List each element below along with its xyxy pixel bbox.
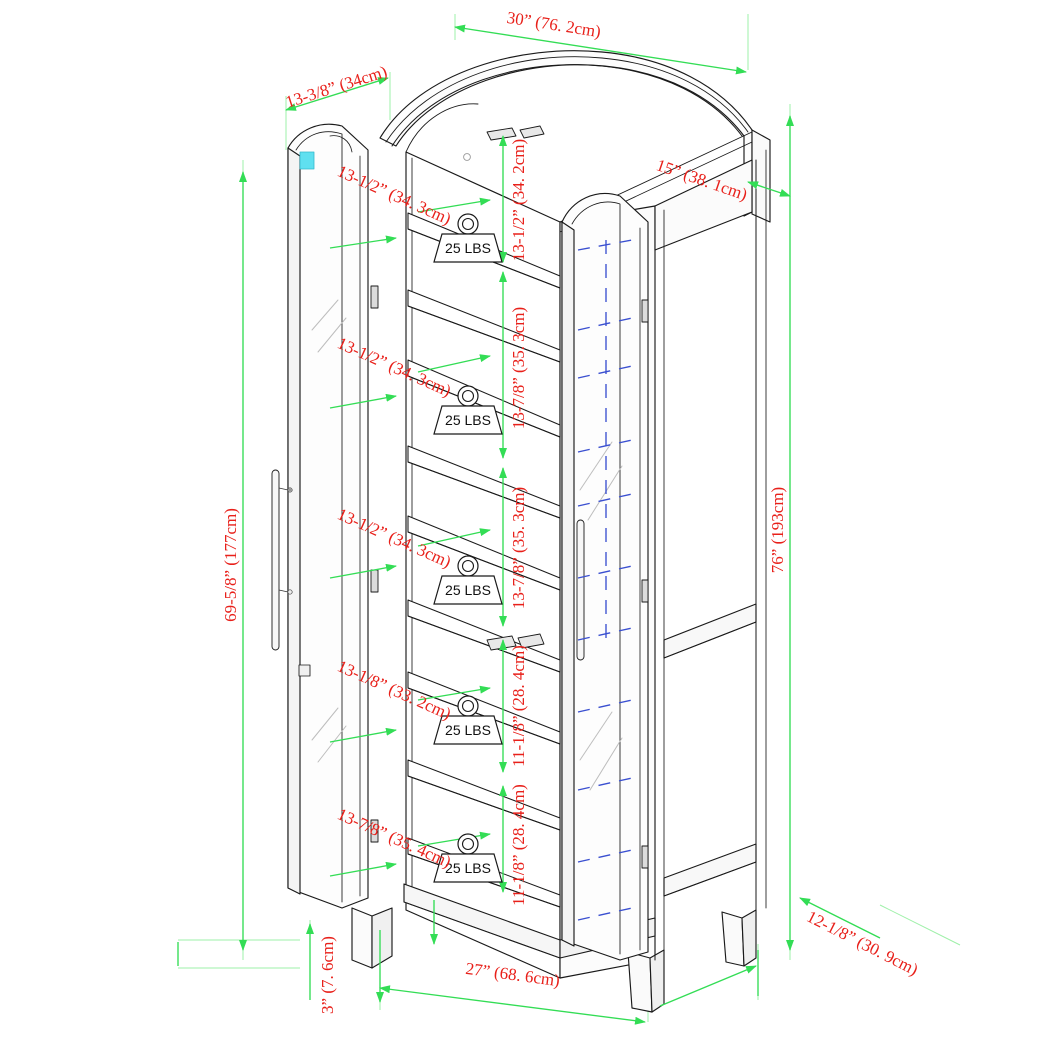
lock-plate xyxy=(298,664,311,677)
dim-overall-width-top: 30” (76. 2cm) xyxy=(506,8,603,41)
dim-depth-top-left: 13-3/8” (34cm) xyxy=(283,62,389,112)
dim-leg-height: 3” (7. 6cm) xyxy=(318,936,337,1014)
shelf-height-labels: 13-1/2” (34. 2cm) 13-7/8” (35. 3cm) 13-7… xyxy=(509,139,528,906)
magnet-catches xyxy=(486,125,545,651)
dim-base-depth-right: 12-1/8” (30. 9cm) xyxy=(804,907,922,979)
left-door-handle[interactable] xyxy=(271,469,293,651)
dim-shelf-height-4: 11-1/8” (28. 4cm) xyxy=(509,645,528,767)
dim-shelf-height-3: 13-7/8” (35. 3cm) xyxy=(509,487,528,609)
right-door-handle[interactable] xyxy=(576,519,585,661)
dimension-lines xyxy=(177,24,881,1025)
dim-door-height-left: 69-5/8” (177cm) xyxy=(221,508,240,622)
top-fastener xyxy=(463,153,471,161)
cabinet-body xyxy=(271,50,771,1013)
weight-label: 25 LBS xyxy=(445,240,491,256)
weight-label: 25 LBS xyxy=(445,582,491,598)
highlight-marker xyxy=(299,151,315,170)
dim-shelf-height-5: 11-1/8” (28. 4cm) xyxy=(509,784,528,906)
weight-label: 25 LBS xyxy=(445,412,491,428)
glass-reflection-right xyxy=(579,441,623,791)
right-door xyxy=(561,192,649,961)
left-door xyxy=(287,123,369,909)
weight-label: 25 LBS xyxy=(445,722,491,738)
weight-label: 25 LBS xyxy=(445,860,491,876)
hidden-shelf-lines xyxy=(577,239,633,921)
dim-shelf-height-1: 13-1/2” (34. 2cm) xyxy=(509,139,528,261)
shelf-weight-icons: 25 LBS 25 LBS 25 LBS 25 LBS 25 LBS xyxy=(433,213,503,883)
dim-overall-height-right: 76” (193cm) xyxy=(768,487,787,573)
dim-shelf-height-2: 13-7/8” (35. 3cm) xyxy=(509,307,528,429)
glass-reflection-left xyxy=(311,299,347,763)
